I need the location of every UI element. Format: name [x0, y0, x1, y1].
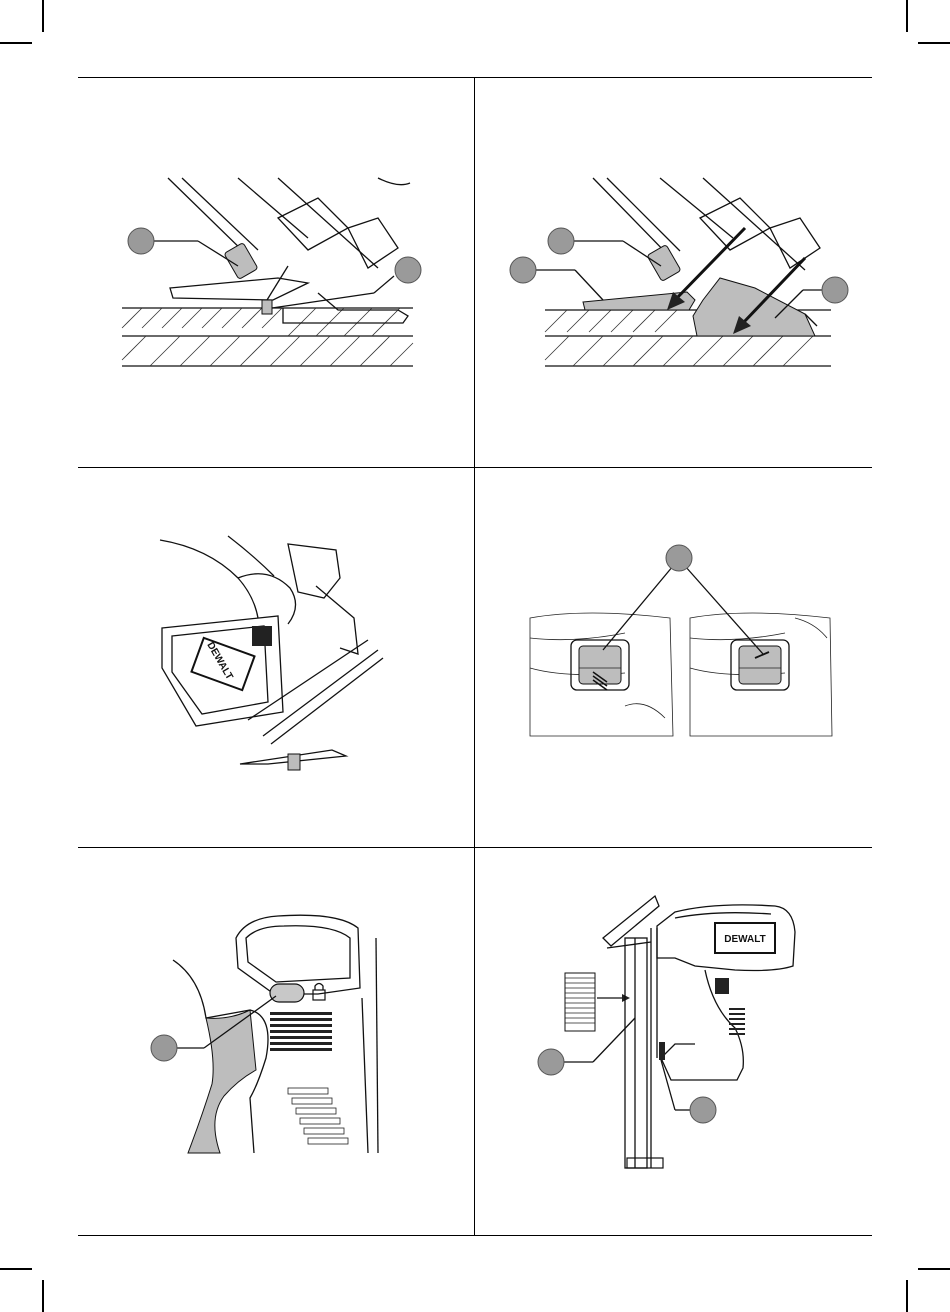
grid-rule-bottom: [78, 1235, 872, 1236]
callout-marker: [395, 257, 421, 283]
brand-logo-text: DEWALT: [724, 934, 765, 945]
figure-trigger-lock-button: [78, 848, 474, 1235]
padlock-icon: [313, 984, 325, 1001]
figure-trigger-lock-button-drawing: [78, 848, 474, 1235]
crop-mark-top-left-vertical: [42, 0, 44, 32]
figure-base-plate-side-view-drawing: [78, 78, 474, 467]
callout-marker: [666, 545, 692, 571]
figure-hand-holding-stapler: DEWALT: [78, 468, 474, 847]
figure-base-plate-arrows: [475, 78, 872, 467]
callout-marker: [510, 257, 536, 283]
figure-hand-holding-stapler-drawing: DEWALT: [78, 468, 474, 847]
grip-ribs: [270, 1012, 332, 1051]
figure-magazine-loading-drawing: DEWALT: [475, 848, 872, 1235]
callout-marker: [538, 1049, 564, 1075]
figure-base-plate-arrows-drawing: [475, 78, 872, 467]
figure-staple-indicator-windows: [475, 468, 872, 847]
magazine: [625, 938, 647, 1168]
crop-mark-bottom-right-horizontal: [918, 1268, 950, 1270]
crop-mark-bottom-left-vertical: [42, 1280, 44, 1312]
callout-marker: [548, 228, 574, 254]
staple-strip: [565, 973, 595, 1031]
crop-mark-bottom-right-vertical: [906, 1280, 908, 1312]
crop-mark-top-right-vertical: [906, 0, 908, 32]
figure-staple-indicator-windows-drawing: [475, 468, 872, 847]
callout-marker: [822, 277, 848, 303]
crop-mark-top-right-horizontal: [918, 42, 950, 44]
figure-base-plate-side-view: [78, 78, 474, 467]
crop-mark-bottom-left-horizontal: [0, 1268, 32, 1270]
crop-mark-top-left-horizontal: [0, 42, 32, 44]
callout-marker: [151, 1035, 177, 1061]
callout-marker: [128, 228, 154, 254]
figure-magazine-loading: DEWALT: [475, 848, 872, 1235]
trigger-lock-button: [270, 984, 304, 1002]
callout-marker: [690, 1097, 716, 1123]
